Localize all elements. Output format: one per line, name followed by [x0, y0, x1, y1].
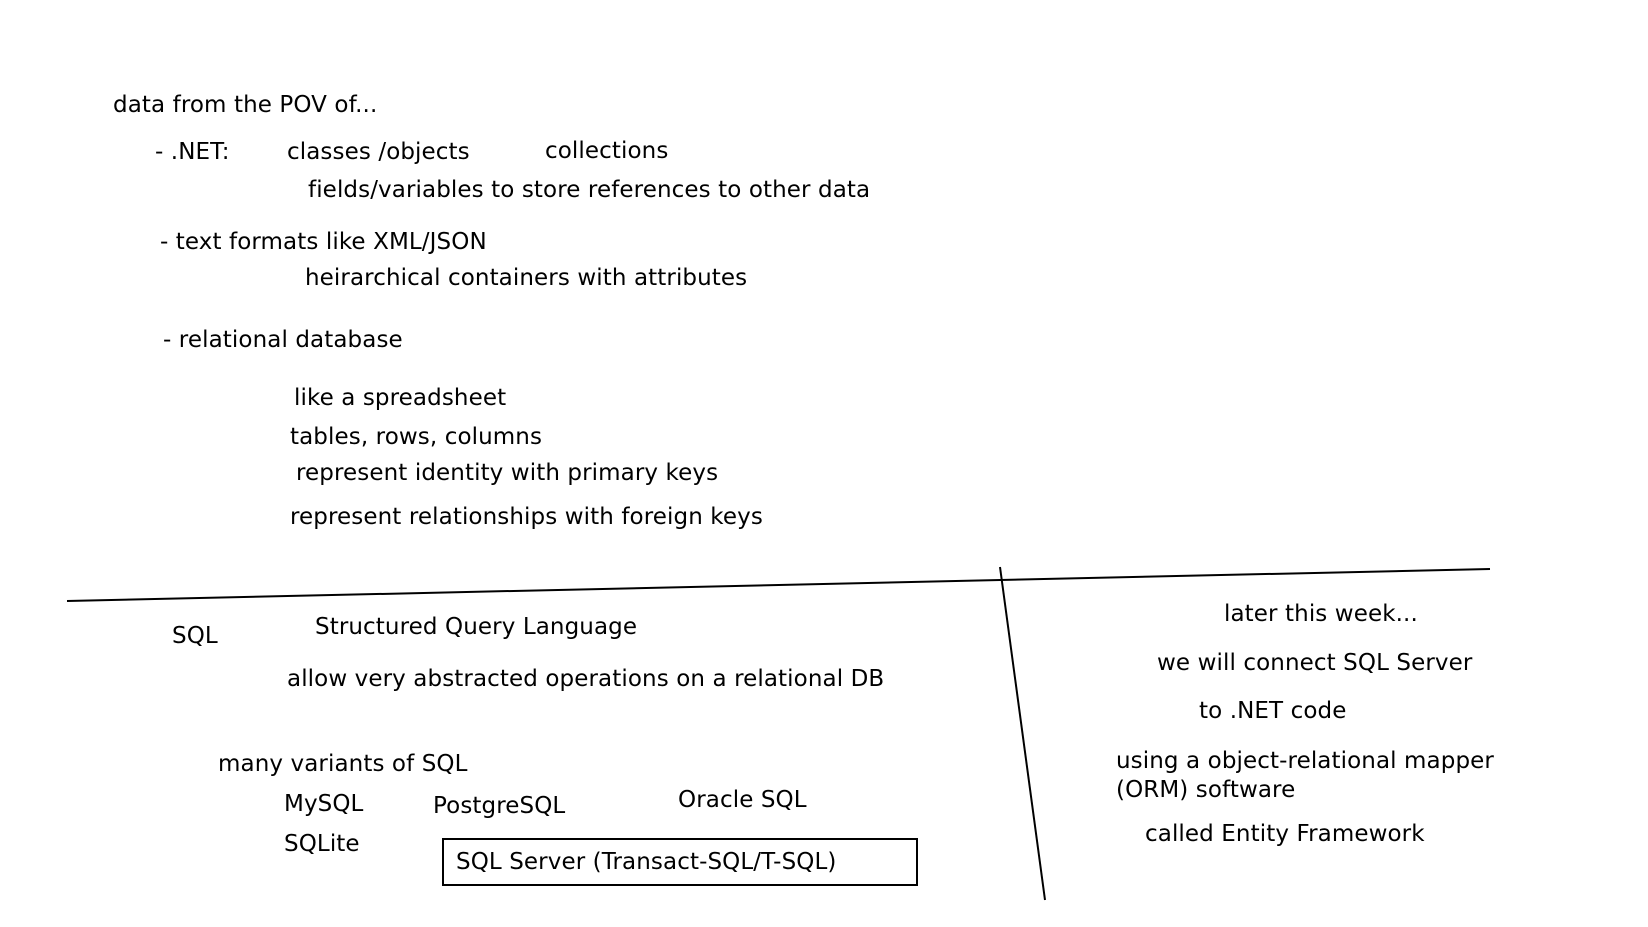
- later-line5: called Entity Framework: [1145, 821, 1425, 847]
- sql-full-name: Structured Query Language: [315, 614, 638, 640]
- vertical-divider: [999, 566, 1046, 901]
- heading-text: data from the POV of...: [113, 92, 378, 118]
- oracle-sql-text: Oracle SQL: [678, 787, 807, 813]
- dotnet-classes: classes /objects: [287, 139, 470, 165]
- text-formats: - text formats like XML/JSON: [160, 229, 487, 255]
- relational-db: - relational database: [163, 327, 403, 353]
- mysql-text: MySQL: [284, 791, 364, 817]
- sql-description: allow very abstracted operations on a re…: [287, 666, 885, 692]
- hierarchical-text: heirarchical containers with attributes: [305, 265, 748, 291]
- dotnet-fields: fields/variables to store references to …: [308, 177, 871, 203]
- postgresql-text: PostgreSQL: [433, 793, 566, 819]
- later-line4a: using a object-relational mapper: [1116, 748, 1494, 774]
- later-line1: later this week...: [1224, 601, 1418, 627]
- later-line4b: (ORM) software: [1116, 777, 1296, 803]
- dotnet-collections: collections: [545, 138, 669, 164]
- horizontal-divider: [66, 568, 1491, 602]
- tables-text: tables, rows, columns: [290, 424, 543, 450]
- later-line2: we will connect SQL Server: [1157, 650, 1473, 676]
- sql-label: SQL: [172, 623, 218, 649]
- later-line3: to .NET code: [1199, 698, 1347, 724]
- spreadsheet-text: like a spreadsheet: [294, 385, 507, 411]
- sql-variants-heading: many variants of SQL: [218, 751, 468, 777]
- sqlite-text: SQLite: [284, 831, 360, 857]
- sql-server-box: SQL Server (Transact-SQL/T-SQL): [442, 838, 918, 886]
- dotnet-label: - .NET:: [155, 139, 230, 165]
- sql-server-text: SQL Server (Transact-SQL/T-SQL): [456, 849, 837, 875]
- foreign-keys-text: represent relationships with foreign key…: [290, 504, 763, 530]
- primary-keys-text: represent identity with primary keys: [296, 460, 719, 486]
